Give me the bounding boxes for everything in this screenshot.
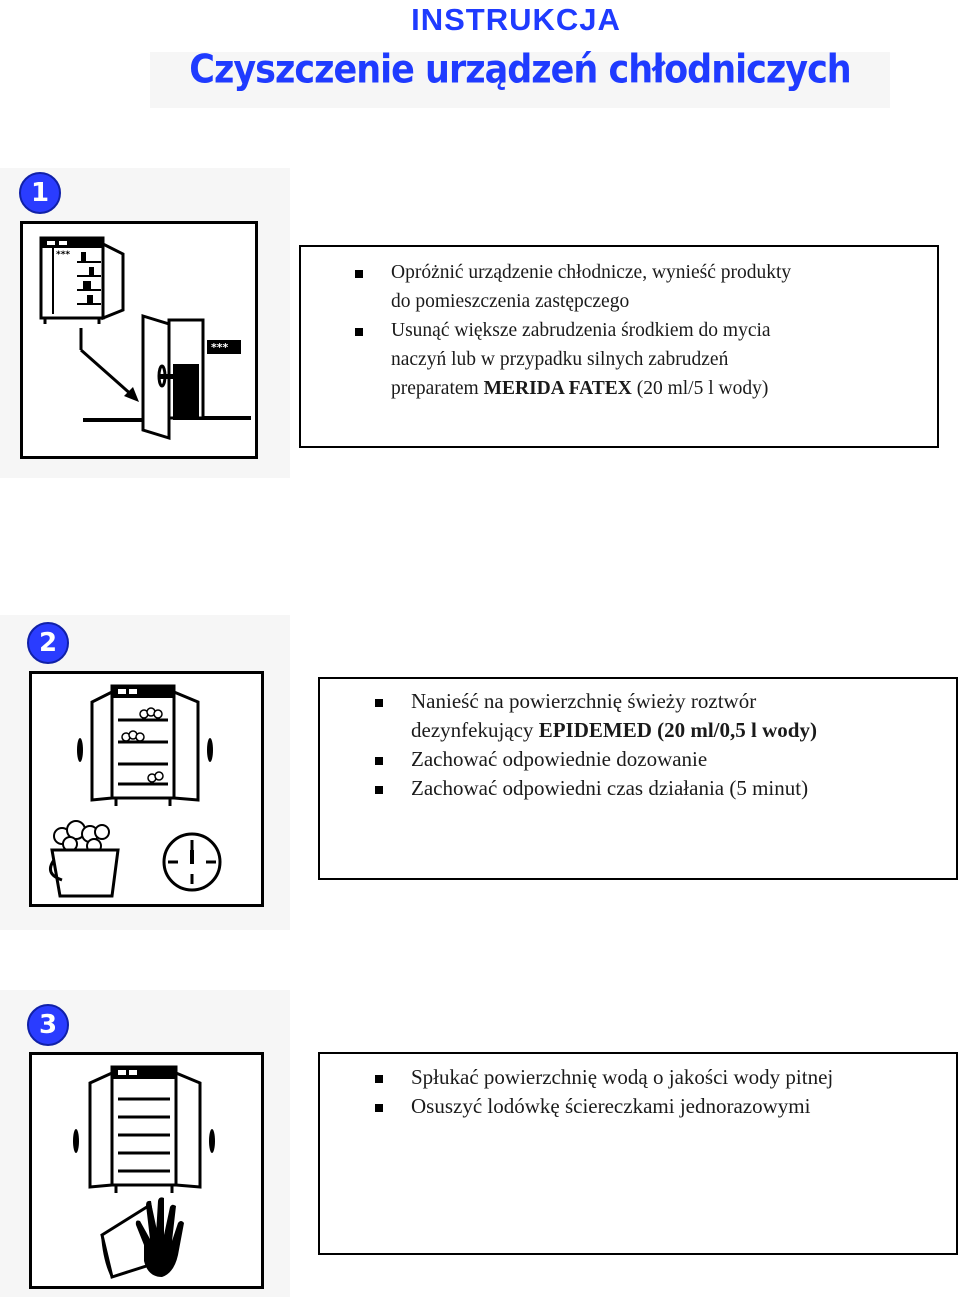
step-2-illustration [29, 671, 264, 907]
rinse-dry-fridge-cloth-icon [73, 1065, 215, 1279]
bullet-text: preparatem [391, 378, 484, 399]
bullet-line: Zachować odpowiednie dozowanie [411, 747, 708, 771]
apply-disinfectant-bucket-clock-icon [48, 684, 222, 898]
bullet-line: naczyń lub w przypadku silnych zabrudzeń [391, 349, 729, 370]
bullet-line: Spłukać powierzchnię wodą o jakości wody… [411, 1065, 834, 1089]
step-3-bullet-2: Osuszyć lodówkę ściereczkami jednorazowy… [375, 1092, 956, 1121]
bullet-line: Osuszyć lodówkę ściereczkami jednorazowy… [411, 1094, 811, 1118]
bullet-line: preparatem MERIDA FATEX (20 ml/5 l wody) [391, 374, 937, 403]
bullet-line: dezynfekujący EPIDEMED (20 ml/0,5 l wody… [411, 716, 956, 745]
bullet-line: Usunąć większe zabrudzenia środkiem do m… [391, 320, 771, 341]
step-3-illustration [29, 1052, 264, 1289]
step-1-text-box: Opróżnić urządzenie chłodnicze, wynieść … [299, 245, 939, 448]
bullet-line: Zachować odpowiedni czas działania (5 mi… [411, 776, 809, 800]
step-1-bullet-1: Opróżnić urządzenie chłodnicze, wynieść … [355, 258, 937, 316]
bullet-line: do pomieszczenia zastępczego [391, 291, 630, 312]
step-2-bullet-2: Zachować odpowiednie dozowanie [375, 745, 956, 774]
step-3-bullet-1: Spłukać powierzchnię wodą o jakości wody… [375, 1063, 956, 1092]
svg-text:***: *** [211, 341, 229, 354]
product-name-epidemed: EPIDEMED (20 ml/0,5 l wody) [538, 718, 817, 742]
product-name-merida-fatex: MERIDA FATEX [483, 378, 632, 399]
step-1-illustration: *** *** [20, 221, 258, 459]
dosage-text: (20 ml/5 l wody) [631, 378, 769, 399]
svg-text:***: *** [56, 250, 70, 260]
step-2-text-box: Nanieść na powierzchnię świeży roztwór d… [318, 677, 958, 880]
bullet-line: Opróżnić urządzenie chłodnicze, wynieść … [391, 262, 792, 283]
subtitle-banner [150, 52, 890, 108]
bullet-text: dezynfekujący [411, 718, 539, 742]
step-2-bullet-3: Zachować odpowiedni czas działania (5 mi… [375, 774, 956, 803]
bullet-line: Nanieść na powierzchnię świeży roztwór [411, 689, 757, 713]
step-1-badge: 1 [19, 172, 61, 214]
step-3-badge: 3 [27, 1004, 69, 1046]
step-2-badge: 2 [27, 622, 69, 664]
empty-fridge-move-products-icon: *** *** [39, 236, 251, 441]
document-subtitle: Czyszczenie urządzeń chłodniczych [189, 47, 851, 93]
document-title: INSTRUKCJA [411, 2, 621, 37]
step-1-bullet-2: Usunąć większe zabrudzenia środkiem do m… [355, 316, 937, 403]
step-2-bullet-1: Nanieść na powierzchnię świeży roztwór d… [375, 687, 956, 745]
step-3-text-box: Spłukać powierzchnię wodą o jakości wody… [318, 1052, 958, 1255]
